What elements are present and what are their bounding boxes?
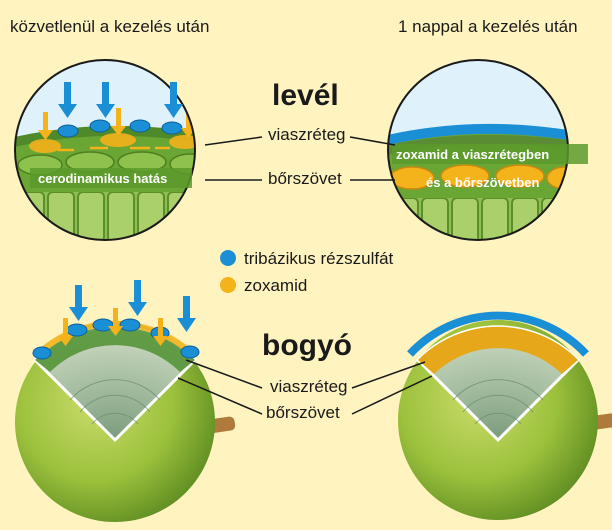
leaf-wax-label: viaszréteg [268,125,345,144]
zoxamid-skin-label: és a bőrszövetben [426,175,539,190]
berry-title: bogyó [262,329,352,362]
berry-wax-label: viaszréteg [270,377,347,396]
legend: tribázikus rézszulfát zoxamid [220,249,394,295]
berry-after [398,316,612,520]
legend-copper-swatch [220,250,236,266]
zoxamid-wax-label: zoxamid a viaszrétegben [396,147,549,162]
caption-after: 1 nappal a kezelés után [398,17,578,36]
leaf-title: levél [272,79,339,112]
berry-skin-label: bőrszövet [266,403,340,422]
leaf-skin-label: bőrszövet [268,169,342,188]
leaf-before-circle [10,55,210,250]
berry-before [15,280,236,522]
cerodynamic-label: cerodinamikus hatás [38,171,167,186]
caption-before: közvetlenül a kezelés után [10,17,209,36]
legend-zoxamid-swatch [220,277,236,293]
legend-copper-label: tribázikus rézszulfát [244,249,394,268]
legend-zoxamid-label: zoxamid [244,276,307,295]
